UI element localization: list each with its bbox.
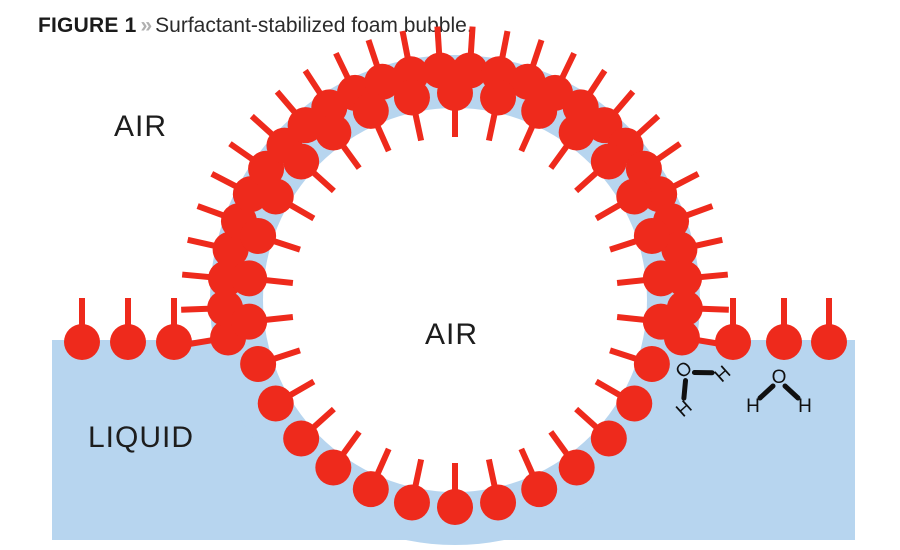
surfactant-molecule-inner-28 (352, 92, 392, 153)
surfactant-molecule-outer-24 (661, 231, 723, 268)
bubble-inner-air (263, 108, 647, 492)
surfactant-head (212, 231, 249, 268)
surfactant-molecule-inner-17 (352, 447, 392, 508)
surfactant-head (240, 345, 277, 382)
figure-caption: FIGURE 1»Surfactant-stabilized foam bubb… (38, 13, 473, 39)
chevron-icon: » (140, 14, 153, 37)
surfactant-molecule-inner-22 (231, 303, 294, 340)
surfactant-head (616, 385, 653, 422)
surfactant-molecule-inner-9 (609, 345, 670, 382)
surfactant-head (393, 484, 430, 521)
surfactant-head (283, 420, 320, 457)
surfactant-molecule-inner-12 (548, 430, 595, 486)
hydrogen-atom-label-1: H (746, 396, 760, 417)
surfactant-head (352, 471, 389, 508)
surfactant-molecule-inner-26 (283, 143, 336, 194)
surfactant-molecule-inner-8 (616, 303, 679, 340)
surfactant-molecule-outer-11 (364, 39, 401, 100)
surfactant-molecule-inner-18 (315, 430, 362, 486)
surfactant-molecule-inner-25 (257, 178, 316, 222)
surfactant-head (231, 303, 268, 340)
surfactant-head (661, 231, 698, 268)
surfactant-molecule-inner-20 (257, 378, 316, 422)
surfactant-molecule-inner-15 (437, 463, 473, 525)
surfactant-head (156, 324, 192, 360)
surfactant-molecule-inner-19 (283, 406, 336, 457)
surfactant-head (437, 75, 473, 111)
surfactant-molecule-flat-right-0 (715, 298, 751, 360)
surfactant-molecule-flat-right-2 (811, 298, 847, 360)
surfactant-molecule-flat-left-2 (156, 298, 192, 360)
surfactant-molecule-flat-left-0 (64, 298, 100, 360)
surfactant-molecule-inner-3 (548, 114, 595, 170)
surfactant-head (480, 484, 517, 521)
surfactant-molecule-inner-29 (393, 79, 430, 142)
bond-o-h2 (782, 383, 801, 401)
water-molecule-right: OH H (746, 367, 812, 417)
surfactant-head (257, 385, 294, 422)
surfactant-head (352, 92, 389, 129)
surfactant-molecule-inner-16 (393, 458, 430, 521)
surfactant-head (616, 178, 653, 215)
surfactant-head (558, 114, 595, 151)
surfactant-head (509, 63, 546, 100)
surfactant-head (64, 324, 100, 360)
surfactant-head (642, 260, 679, 297)
surfactant-molecule-inner-5 (594, 178, 653, 222)
surfactant-head (315, 449, 352, 486)
surfactant-molecule-inner-11 (574, 406, 627, 457)
surfactant-head (393, 79, 430, 116)
surfactant-molecule-inner-23 (231, 260, 294, 297)
surfactant-head (283, 143, 320, 180)
surfactant-molecule-flat-right-1 (766, 298, 802, 360)
surfactant-head (590, 420, 627, 457)
surfactant-head (811, 324, 847, 360)
label-air-outer: AIR (114, 110, 168, 143)
surfactant-molecule-inner-27 (315, 114, 362, 170)
surfactant-molecule-inner-2 (518, 92, 558, 153)
surfactant-molecule-outer-3 (187, 231, 249, 268)
bond-o-h1 (757, 383, 776, 401)
surfactant-molecule-outer-16 (509, 39, 546, 100)
bond-o-h1 (681, 378, 689, 401)
hydrogen-atom-label-2: H (798, 396, 812, 417)
surfactant-molecule-inner-4 (574, 143, 627, 194)
figure-title: Surfactant-stabilized foam bubble. (155, 14, 473, 37)
surfactant-molecule-inner-14 (480, 458, 517, 521)
surfactant-head (715, 324, 751, 360)
bond-o-h2 (691, 370, 715, 376)
surfactant-molecule-inner-24 (240, 218, 301, 255)
surfactant-head (110, 324, 146, 360)
label-air-inner: AIR (425, 318, 479, 351)
surfactant-head (521, 471, 558, 508)
surfactant-head (642, 303, 679, 340)
surfactant-layer (64, 26, 847, 525)
surfactant-molecule-inner-0 (437, 75, 473, 137)
surfactant-molecule-flat-left-1 (110, 298, 146, 360)
surfactant-head (364, 63, 401, 100)
surfactant-head (521, 92, 558, 129)
surfactant-molecule-inner-13 (518, 447, 558, 508)
surfactant-head (633, 218, 670, 255)
surfactant-head (480, 79, 517, 116)
surfactant-head (766, 324, 802, 360)
surfactant-head (315, 114, 352, 151)
surfactant-molecule-inner-6 (609, 218, 670, 255)
surfactant-head (437, 489, 473, 525)
label-liquid: LIQUID (88, 421, 195, 454)
surfactant-head (240, 218, 277, 255)
surfactant-head (633, 345, 670, 382)
surfactant-molecule-inner-10 (594, 378, 653, 422)
surfactant-molecule-inner-21 (240, 345, 301, 382)
surfactant-molecule-inner-1 (480, 79, 517, 142)
surfactant-head (231, 260, 268, 297)
inner-air-region (263, 108, 647, 492)
surfactant-head (590, 143, 627, 180)
surfactant-head (558, 449, 595, 486)
figure-number: FIGURE 1 (38, 14, 137, 37)
oxygen-atom-label: O (772, 367, 787, 388)
surfactant-molecule-inner-7 (616, 260, 679, 297)
surfactant-head (257, 178, 294, 215)
